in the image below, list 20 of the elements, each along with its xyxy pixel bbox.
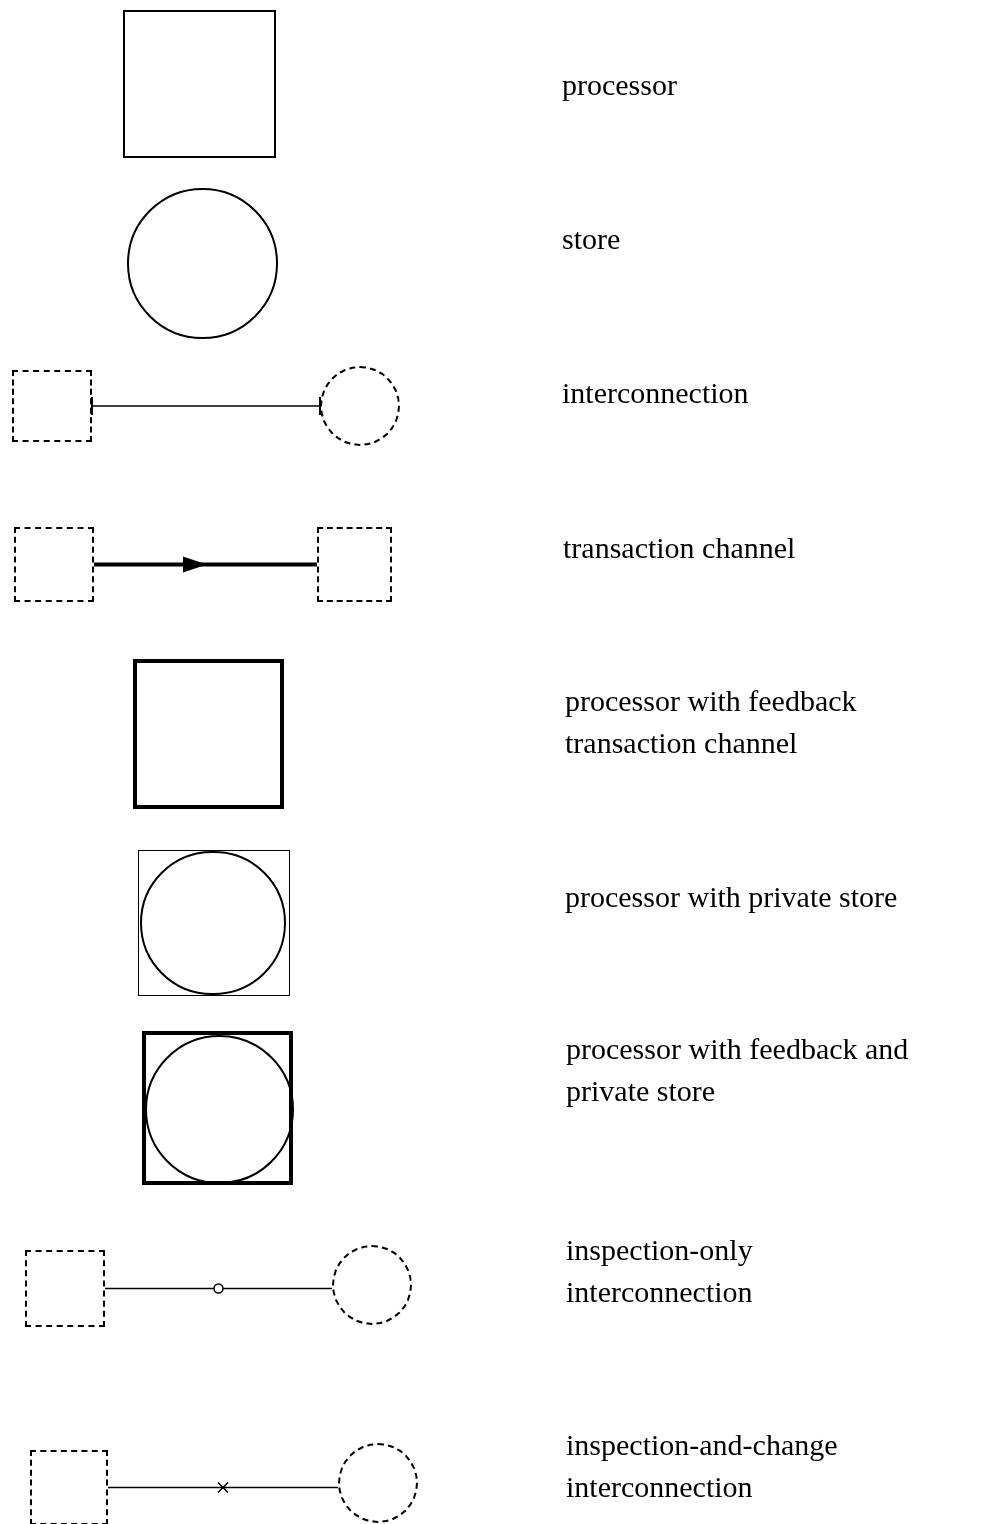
symbol-label: inspection-only interconnection: [566, 1232, 754, 1310]
symbol-label: transaction channel: [563, 530, 797, 566]
symbol-label: processor with feedback transaction channel: [565, 683, 858, 761]
symbol-label: inspection-and-change interconnection: [566, 1427, 839, 1505]
dashed-square-symbol: [12, 370, 92, 442]
symbol-label: store: [562, 221, 622, 257]
connector-line: [107, 1486, 339, 1489]
dashed-square-symbol: [317, 527, 392, 602]
symbol-label: interconnection: [562, 375, 750, 411]
dashed-square-symbol: [25, 1250, 105, 1327]
symbol-label: processor with feedback and private store: [566, 1031, 910, 1109]
connector-line: [91, 396, 321, 416]
dashed-square-symbol: [14, 527, 94, 602]
arrow: [94, 556, 317, 573]
symbol-label: processor: [562, 67, 678, 103]
thick-square-symbol: [133, 659, 284, 809]
dashed-square-symbol: [30, 1450, 108, 1524]
square-symbol: [123, 10, 276, 158]
symbol-label: processor with private store: [565, 879, 899, 915]
connector-line: [104, 1287, 333, 1290]
